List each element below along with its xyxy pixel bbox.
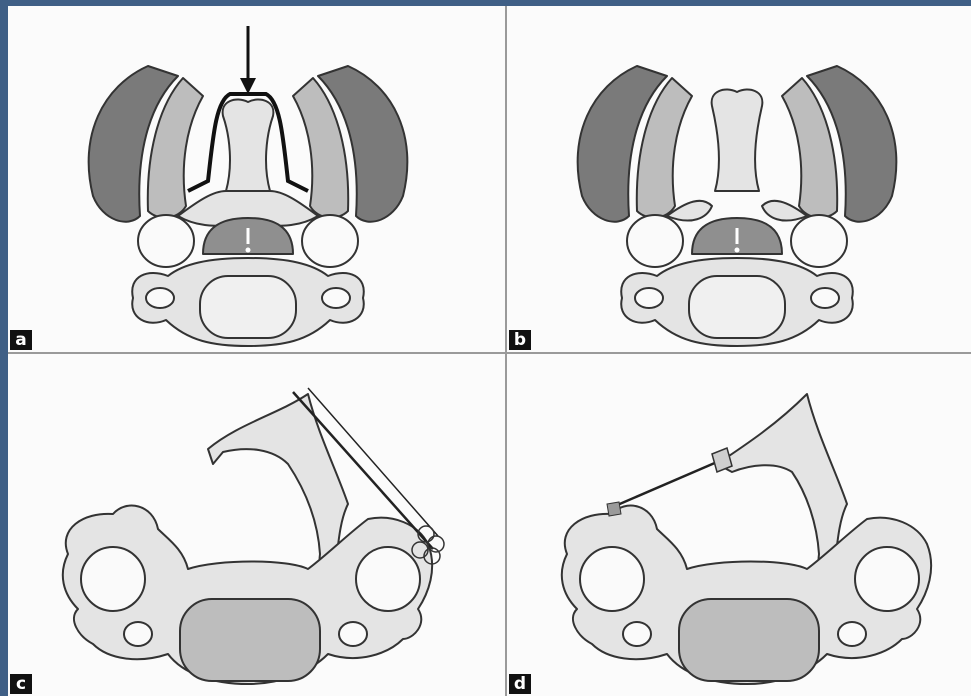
left-foramen — [146, 288, 174, 308]
incision-arrowhead — [240, 78, 256, 94]
panel-c-illustration — [8, 354, 505, 696]
left-facet-joint — [627, 215, 683, 267]
panel-label-b: b — [509, 330, 531, 350]
left-facet-joint — [138, 215, 194, 267]
vertical-divider — [505, 6, 507, 696]
right-foramen — [339, 622, 367, 646]
spinous-process — [712, 90, 763, 191]
right-facet-joint — [791, 215, 847, 267]
panel-d-illustration — [507, 354, 971, 696]
panel-b: b — [507, 6, 971, 352]
right-foramen — [322, 288, 350, 308]
right-facet-joint — [356, 547, 420, 611]
panel-grid: a — [8, 6, 971, 696]
right-facet-joint — [302, 215, 358, 267]
left-foramen — [124, 622, 152, 646]
panel-a: a — [8, 6, 505, 352]
panel-label-d: d — [509, 674, 531, 694]
left-foramen — [623, 622, 651, 646]
left-foramen — [635, 288, 663, 308]
horizontal-divider — [8, 352, 971, 354]
vertebral-body-inner — [180, 599, 320, 681]
suture-line — [615, 462, 717, 506]
spinous-process — [223, 100, 274, 191]
left-facet-joint — [580, 547, 644, 611]
panel-a-illustration — [8, 6, 505, 352]
panel-label-c: c — [10, 674, 32, 694]
right-foramen — [838, 622, 866, 646]
vertebral-body-inner — [200, 276, 296, 338]
vertebral-body-inner — [689, 276, 785, 338]
right-foramen — [811, 288, 839, 308]
panel-label-a: a — [10, 330, 32, 350]
vertebral-body-inner — [679, 599, 819, 681]
panel-b-illustration — [507, 6, 971, 352]
panel-c: c — [8, 354, 505, 696]
left-facet-joint — [81, 547, 145, 611]
right-facet-joint — [855, 547, 919, 611]
panel-d: d — [507, 354, 971, 696]
